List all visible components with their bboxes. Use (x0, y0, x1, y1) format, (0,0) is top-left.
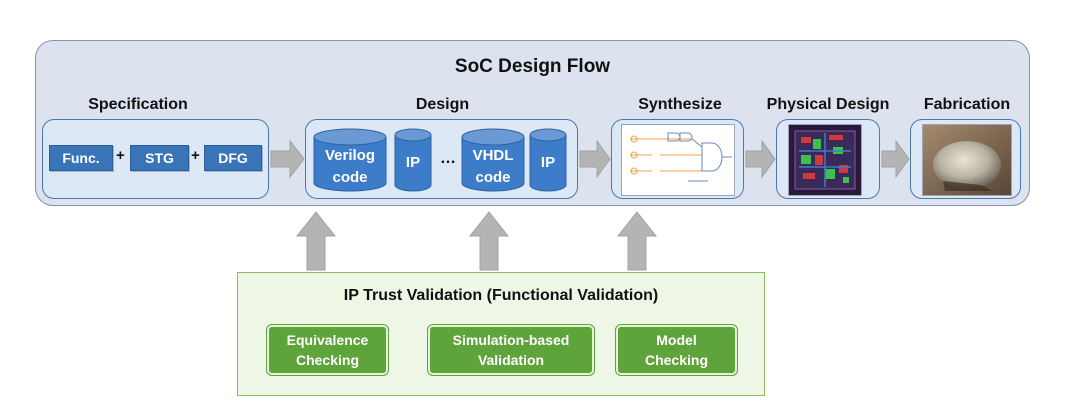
spec-item-dfg: DFG (204, 145, 262, 171)
ip-cylinder (394, 128, 432, 192)
diagram-title: SoC Design Flow (454, 56, 611, 77)
verilog-code-label: code (332, 169, 368, 186)
plus-sign: + (191, 147, 200, 164)
model-checking-box: Model Checking (616, 325, 737, 375)
spec-item-stg: STG (130, 145, 189, 171)
stage-label-synthesize: Synthesize (638, 96, 722, 113)
vhdl-code-cylinder (461, 128, 525, 192)
physical-layout-image (788, 124, 862, 196)
stage-label-specification: Specification (88, 96, 188, 113)
synthesized-netlist-image (621, 124, 735, 196)
model-label: Model (656, 332, 697, 348)
stage-label-physical-design: Physical Design (766, 96, 890, 113)
simulation-based-label: Simulation-based (452, 332, 570, 348)
ip-label: IP (405, 154, 421, 171)
equivalence-checking-box: Equivalence Checking (267, 325, 388, 375)
vhdl-code-label: code (475, 169, 511, 186)
checking-label: Checking (295, 352, 359, 368)
stage-label-design: Design (415, 96, 470, 113)
plus-sign: + (116, 147, 125, 164)
validation-title: IP Trust Validation (Functional Validati… (343, 287, 659, 304)
arrow-physical-to-fabrication (881, 139, 910, 179)
up-arrow-to-synthesize (616, 211, 658, 271)
spec-item-func: Func. (49, 145, 113, 171)
arrow-synthesize-to-physical (745, 139, 776, 179)
arrow-design-to-synthesize (579, 139, 611, 179)
verilog-code-cylinder (313, 128, 387, 192)
vhdl-label: VHDL (472, 147, 514, 164)
equivalence-label: Equivalence (286, 332, 369, 348)
arrow-spec-to-design (270, 139, 305, 179)
checking-label: Checking (644, 352, 708, 368)
stage-label-fabrication: Fabrication (923, 96, 1011, 113)
simulation-based-validation-box: Simulation-based Validation (428, 325, 594, 375)
ip-label: IP (540, 154, 556, 171)
fabrication-wafer-image (922, 124, 1012, 196)
ellipsis: … (440, 150, 456, 167)
up-arrow-to-design-mid (468, 211, 510, 271)
ip-cylinder (529, 128, 567, 192)
verilog-label: Verilog (324, 147, 376, 164)
up-arrow-to-design (295, 211, 337, 271)
validation-label: Validation (477, 352, 545, 368)
